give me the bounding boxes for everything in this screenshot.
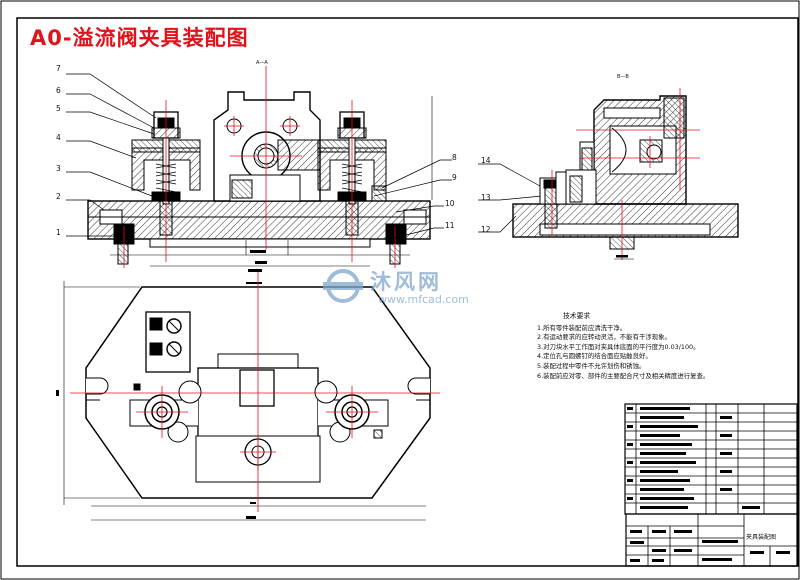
tech-item: 2.有运动要求的应转动灵活，不能有干涉现象。 xyxy=(537,333,671,342)
part-number: 5 xyxy=(56,104,61,113)
technical-requirements: 技术要求 1.所有零件装配前应清洗干净。 2.有运动要求的应转动灵活，不能有干涉… xyxy=(537,312,787,381)
watermark-logo-icon xyxy=(323,269,363,303)
tech-heading: 技术要求 xyxy=(563,312,591,320)
inner-frame xyxy=(16,17,799,567)
title-block xyxy=(624,403,798,567)
tech-item: 6.装配前应对零、部件的主要配合尺寸及相关精度进行复查。 xyxy=(537,371,710,380)
title-block-fills xyxy=(627,407,790,562)
tech-item: 4.定位孔与圆螺钉的结合面应贴触良好。 xyxy=(537,352,652,361)
part-number: 1 xyxy=(56,228,61,237)
leader-lines xyxy=(66,73,543,239)
side-section-view xyxy=(512,95,739,250)
part-number: 3 xyxy=(56,164,61,173)
front-section-view xyxy=(87,91,433,272)
title-block-drawing-name: 夹具装配图 xyxy=(746,534,777,541)
part-number: 10 xyxy=(445,199,455,208)
plan-centerlines xyxy=(70,272,440,512)
part-number: 12 xyxy=(481,225,491,234)
part-number: 13 xyxy=(481,193,491,202)
tech-item: 3.对刀块水平工作面对夹具体底面的平行度为0.03/100。 xyxy=(537,342,700,351)
part-number: 2 xyxy=(56,192,61,201)
front-centerlines xyxy=(123,66,396,268)
part-number: 11 xyxy=(445,221,455,230)
part-number: 7 xyxy=(56,64,61,73)
part-number: 4 xyxy=(56,133,61,142)
plan-view xyxy=(56,281,431,521)
part-number: 8 xyxy=(452,153,457,162)
watermark-url: www.mfcad.com xyxy=(378,293,469,306)
watermark: 沐风网 www.mfcad.com xyxy=(318,266,469,310)
part-number: 14 xyxy=(481,156,491,165)
part-number: 6 xyxy=(56,86,61,95)
drawing-title: A0-溢流阀夹具装配图 xyxy=(30,26,249,50)
side-dims xyxy=(614,255,634,260)
tech-item: 5.装配过程中零件不允许划伤和锈蚀。 xyxy=(537,361,646,370)
part-number: 9 xyxy=(452,173,457,182)
watermark-brand: 沐风网 xyxy=(370,270,442,294)
section-label-side: B—B xyxy=(617,74,629,80)
side-centerlines xyxy=(551,88,700,260)
tech-item: 1.所有零件装配前应清洗干净。 xyxy=(537,323,627,332)
section-label-front: A—A xyxy=(256,60,268,66)
